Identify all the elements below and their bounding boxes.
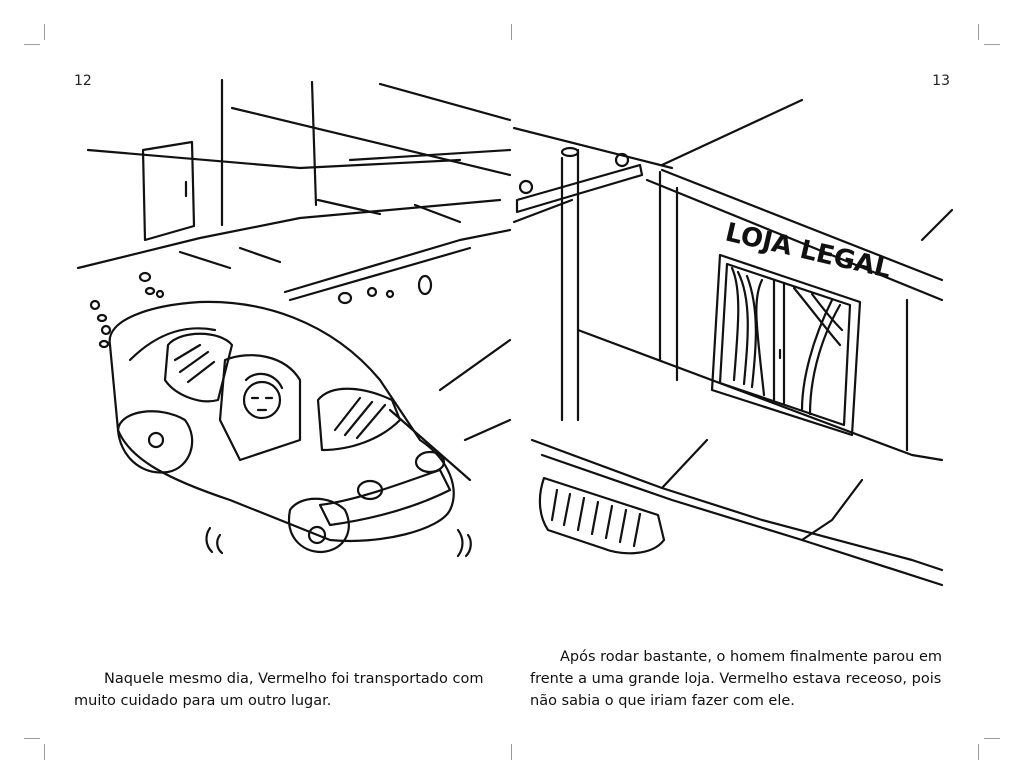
page-number: 12 xyxy=(74,73,92,89)
crop-mark xyxy=(44,24,45,40)
page-caption: Naquele mesmo dia, Vermelho foi transpor… xyxy=(74,671,484,709)
page-number: 13 xyxy=(932,73,950,89)
page-caption: Após rodar bastante, o homem finalmente … xyxy=(530,649,943,709)
svg-text:LOJA LEGAL: LOJA LEGAL xyxy=(722,218,893,285)
crop-mark xyxy=(44,744,45,760)
crop-mark xyxy=(978,744,979,760)
crop-mark xyxy=(978,24,979,40)
crop-mark xyxy=(511,744,512,760)
crop-mark xyxy=(511,24,512,40)
crop-mark xyxy=(984,44,1000,45)
left-page: 12 xyxy=(74,73,512,709)
car-street-illustration xyxy=(76,78,512,558)
crop-mark xyxy=(984,738,1000,739)
store-sign: LOJA LEGAL xyxy=(722,218,893,285)
right-page: 13 xyxy=(512,0,1024,783)
store-front-illustration xyxy=(512,98,954,587)
crop-mark xyxy=(24,44,40,45)
crop-mark xyxy=(24,738,40,739)
